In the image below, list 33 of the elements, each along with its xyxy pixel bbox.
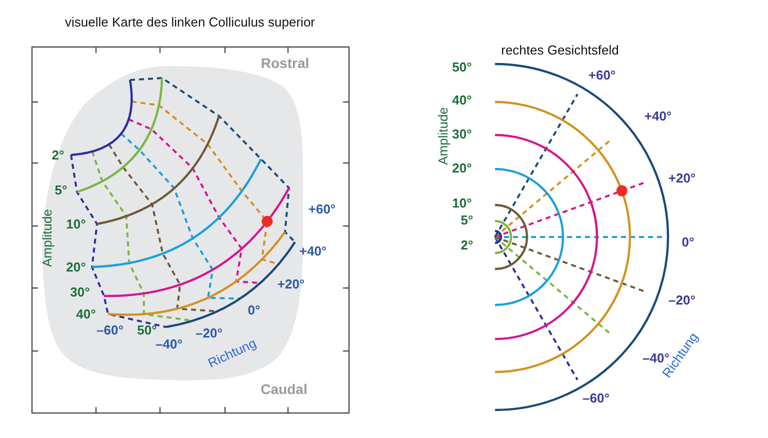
- degree-label: 30°: [70, 286, 90, 298]
- degree-label: 30°: [452, 128, 472, 140]
- degree-label: 2°: [460, 238, 474, 252]
- axis-label: Amplitude: [40, 209, 54, 267]
- degree-label: +60°: [308, 202, 336, 216]
- degree-label: 10°: [66, 218, 86, 230]
- degree-label: 0°: [682, 236, 694, 248]
- orientation-label: Caudal: [260, 382, 308, 396]
- panel-title: visuelle Karte des linken Colliculus superior: [65, 16, 315, 28]
- degree-label: –20°: [196, 326, 222, 340]
- degree-label: 0°: [248, 304, 260, 316]
- degree-label: +40°: [299, 244, 327, 258]
- degree-label: 10°: [452, 196, 472, 210]
- degree-label: 50°: [452, 60, 472, 74]
- degree-label: +40°: [644, 110, 672, 122]
- degree-label: 2°: [52, 148, 64, 162]
- degree-label: 5°: [54, 184, 68, 196]
- degree-label: 50°: [137, 324, 157, 336]
- degree-label: 20°: [452, 162, 472, 174]
- orientation-label: Rostral: [260, 56, 310, 70]
- degree-label: +20°: [668, 172, 696, 184]
- degree-label: 20°: [66, 260, 86, 274]
- degree-label: –60°: [582, 392, 610, 404]
- degree-label: –60°: [96, 324, 124, 336]
- degree-label: –40°: [156, 338, 182, 350]
- degree-label: 5°: [460, 214, 474, 226]
- degree-label: 40°: [452, 94, 472, 106]
- degree-label: –20°: [668, 294, 696, 306]
- degree-label: 40°: [76, 308, 96, 320]
- axis-label: Amplitude: [436, 107, 450, 165]
- panel-title: rechtes Gesichtsfeld: [501, 44, 619, 56]
- degree-label: +60°: [588, 68, 616, 82]
- degree-label: +20°: [277, 278, 305, 290]
